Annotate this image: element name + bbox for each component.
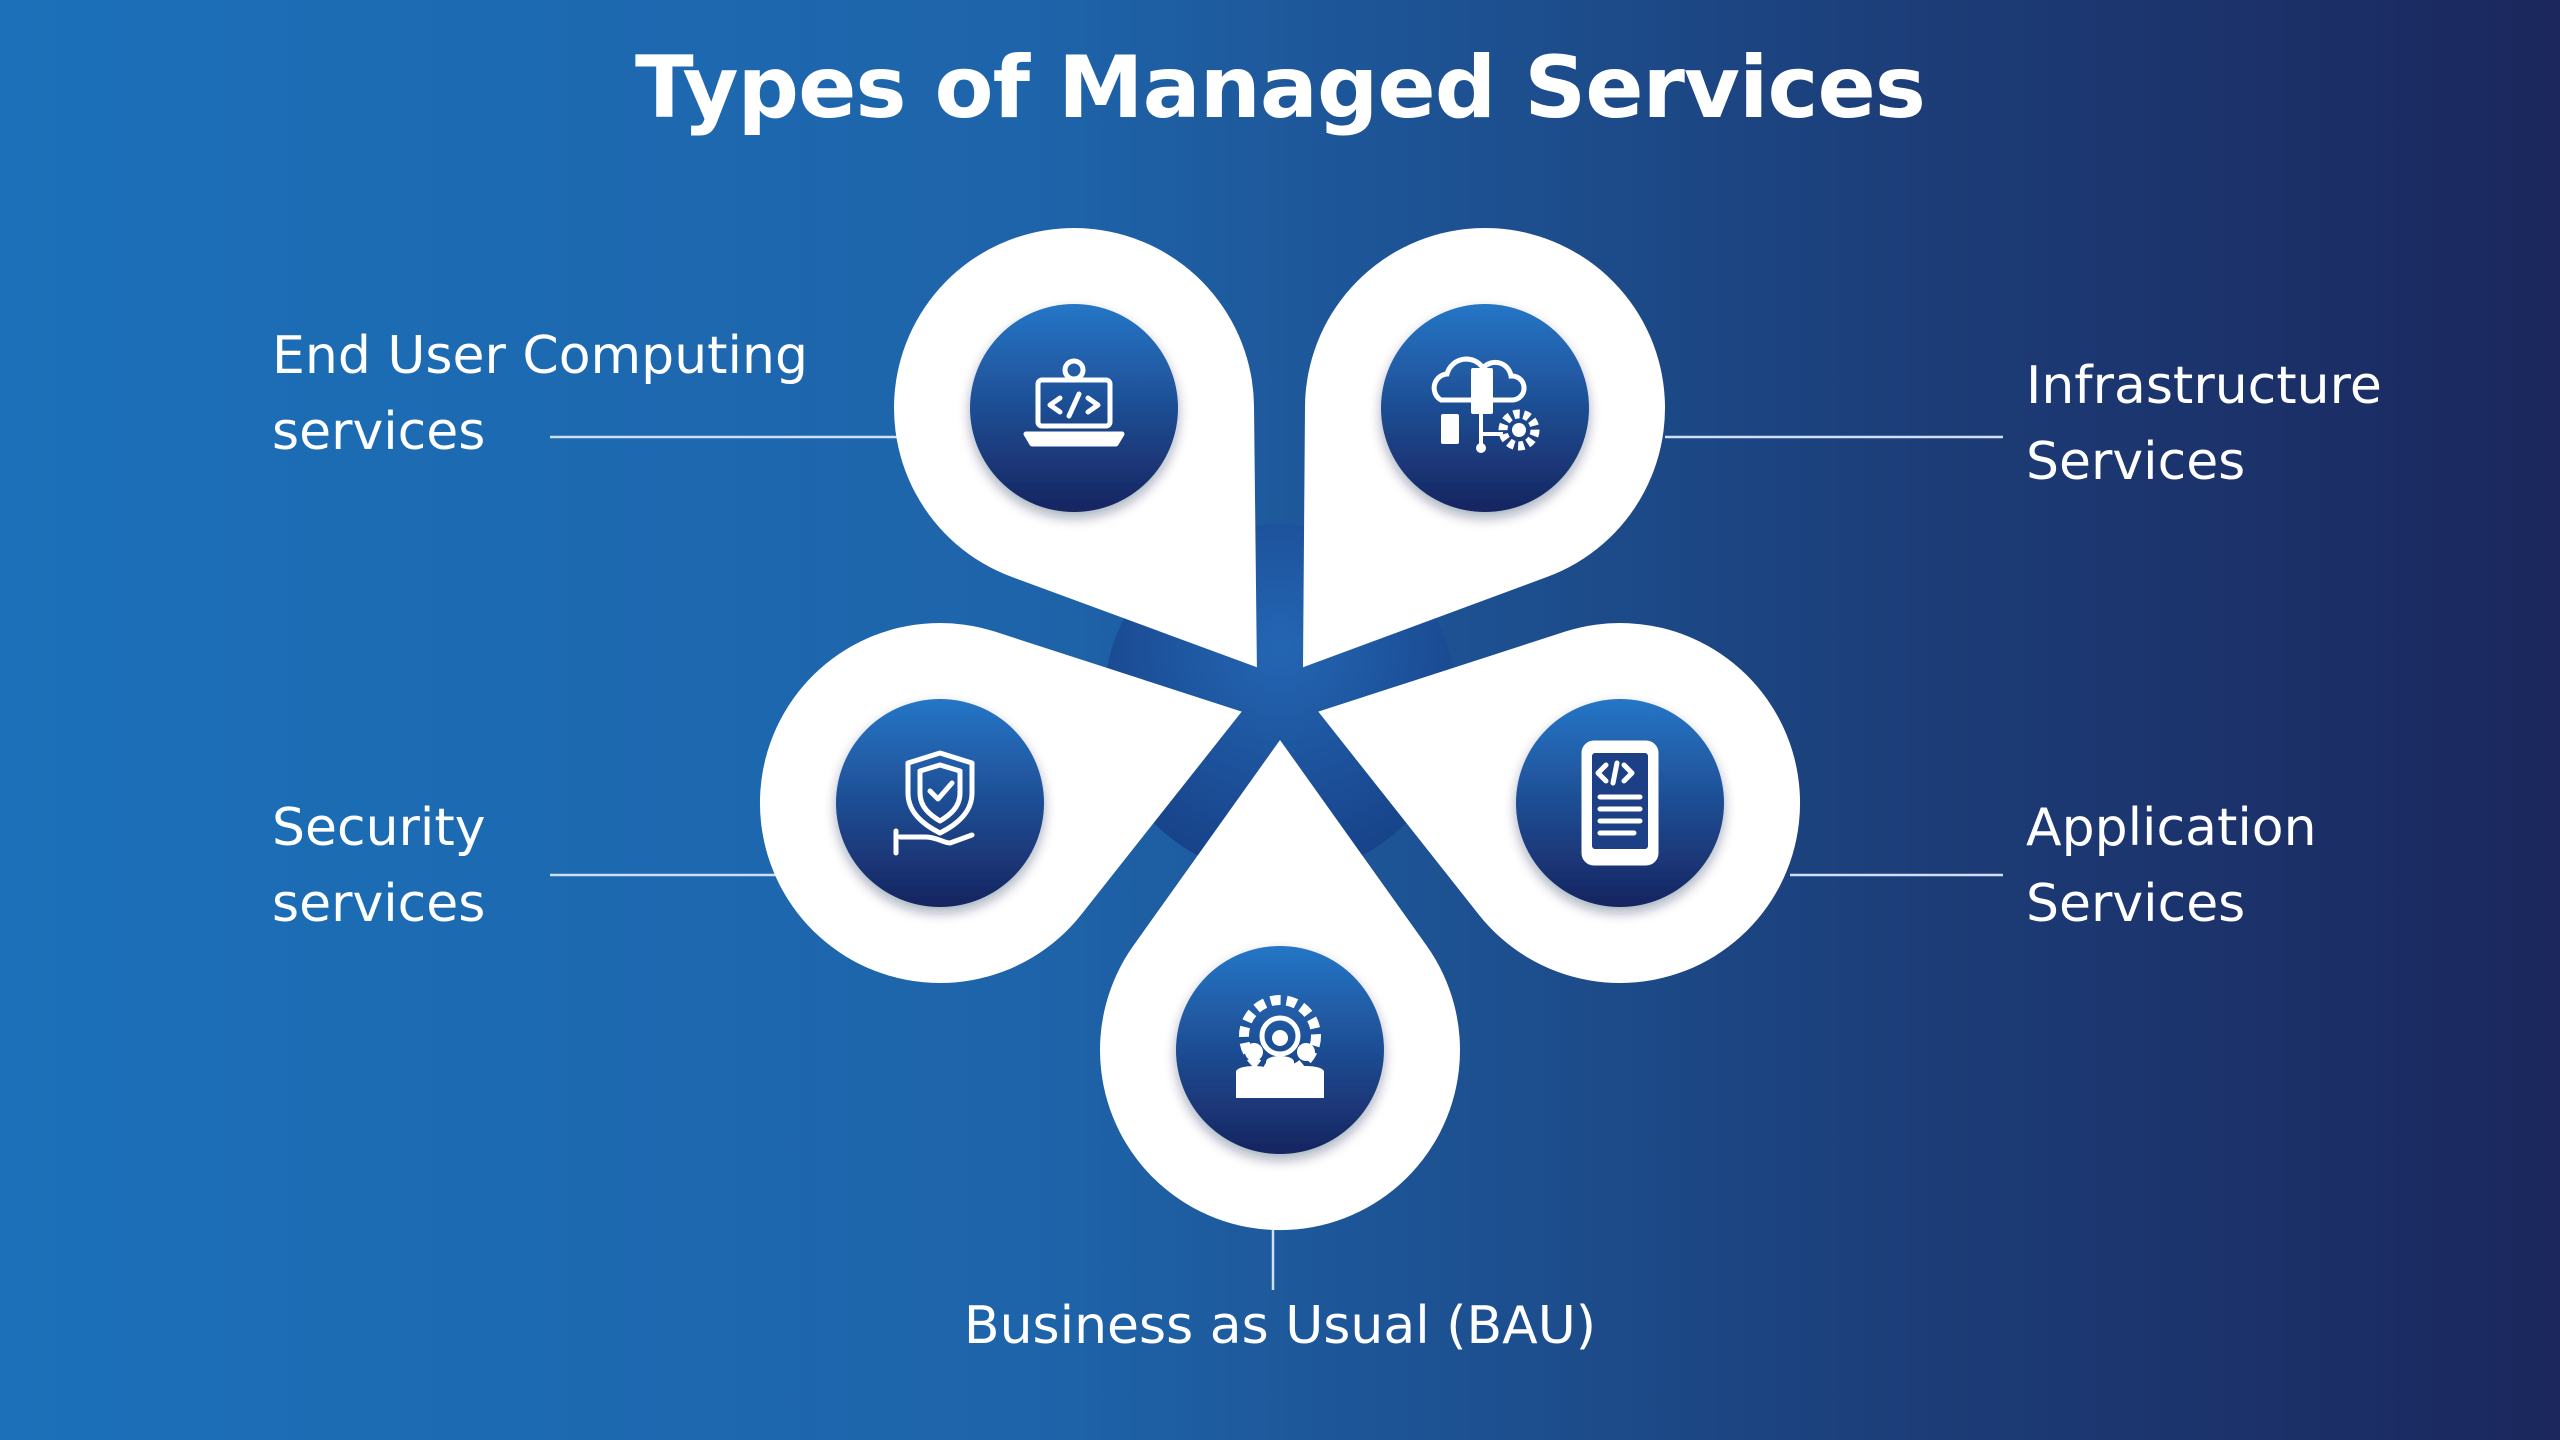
label-line: services — [272, 402, 486, 462]
label-infrastructure-services: Infrastructure Services — [2026, 348, 2382, 500]
laptop-code-icon — [1023, 358, 1125, 447]
icon-circles-group — [836, 304, 1724, 1154]
connector-lines — [550, 435, 2003, 1290]
team-gear-icon — [1236, 995, 1324, 1098]
icon-circle-application — [1516, 699, 1724, 907]
page-title: Types of Managed Services — [635, 38, 1926, 138]
icon-circle-infrastructure — [1381, 304, 1589, 512]
label-line: Services — [2026, 432, 2246, 492]
label-end-user-computing: End User Computing services — [272, 318, 808, 470]
label-line: Business as Usual (BAU) — [963, 1296, 1597, 1356]
shield-hand-icon — [893, 750, 975, 856]
label-line: services — [272, 874, 486, 934]
label-line: Services — [2026, 874, 2246, 934]
label-business-as-usual: Business as Usual (BAU) — [0, 1288, 2560, 1364]
label-line: Application — [2026, 798, 2317, 858]
label-application-services: Application Services — [2026, 790, 2317, 942]
icon-circle-security — [836, 699, 1044, 907]
mobile-code-icon — [1581, 740, 1659, 866]
icon-circle-end-user — [970, 304, 1178, 512]
icon-circle-bg — [1176, 946, 1384, 1154]
icon-circle-bau — [1176, 946, 1384, 1154]
label-line: End User Computing — [272, 326, 808, 386]
label-line: Security — [272, 798, 486, 858]
label-security-services: Security services — [272, 790, 486, 942]
cloud-server-gear-icon — [1431, 356, 1540, 453]
label-line: Infrastructure — [2026, 356, 2382, 416]
icon-circle-bg — [836, 699, 1044, 907]
